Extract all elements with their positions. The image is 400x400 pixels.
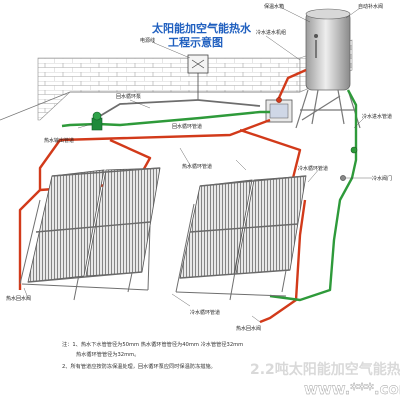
solar-collector-left (19, 167, 161, 301)
return-pipes (99, 99, 261, 117)
label-return-pipe: 回水循环管道 (172, 123, 202, 130)
title-line2: 工程示意图 (168, 35, 223, 49)
control-box (187, 54, 209, 100)
insulated-tank (295, 8, 361, 129)
label-return-pump: 回水循环泵 (116, 93, 141, 100)
label-return-valve: 热水回水阀 (6, 295, 31, 302)
callout-lines (23, 7, 372, 323)
label-power-line: 电源线 (140, 37, 155, 44)
label-hot-circ-pipe: 热水循环管道 (182, 163, 212, 170)
note-line2: 热水循环管管径为32mm。 (76, 350, 139, 358)
title-line1: 太阳能加空气能热水 (151, 21, 252, 35)
note-line1: 注：1、热水下水管管径为50mm 热水循环管管径为40mm 冷水管管径32mm (62, 340, 243, 348)
watermark-site: www.***.com (304, 380, 400, 398)
circulation-pump (91, 111, 103, 131)
label-hot-outlet-end: 热水回水阀 (236, 325, 261, 332)
label-heat-outlet-pipe: 热水输出管道 (44, 137, 74, 144)
label-cold-circ-pipe: 冷水循环管道 (298, 165, 328, 172)
label-cold-inlet-pipe: 冷水进水管道 (362, 113, 392, 120)
label-water-valve: 冷水阀门 (372, 175, 392, 182)
label-cold-water-inlet: 冷水进水机组 (256, 29, 286, 36)
tank-stand (295, 89, 361, 129)
heat-pump-unit (265, 99, 293, 123)
label-bottom-circ: 冷水循环管道 (190, 309, 220, 316)
watermark-brand: 2.2吨太阳能加空气能热 (250, 361, 400, 378)
label-auto-water-inlet: 自动补水阀 (358, 3, 383, 10)
cold-water-pipes (61, 89, 358, 302)
label-insulated-tank: 保温水箱 (264, 3, 284, 10)
note-line3: 2、所有管道应按防冻保温处理，回水循环泵应同时保温防冻措施。 (62, 362, 216, 370)
solar-collector-right (175, 175, 307, 301)
valves (276, 97, 358, 181)
